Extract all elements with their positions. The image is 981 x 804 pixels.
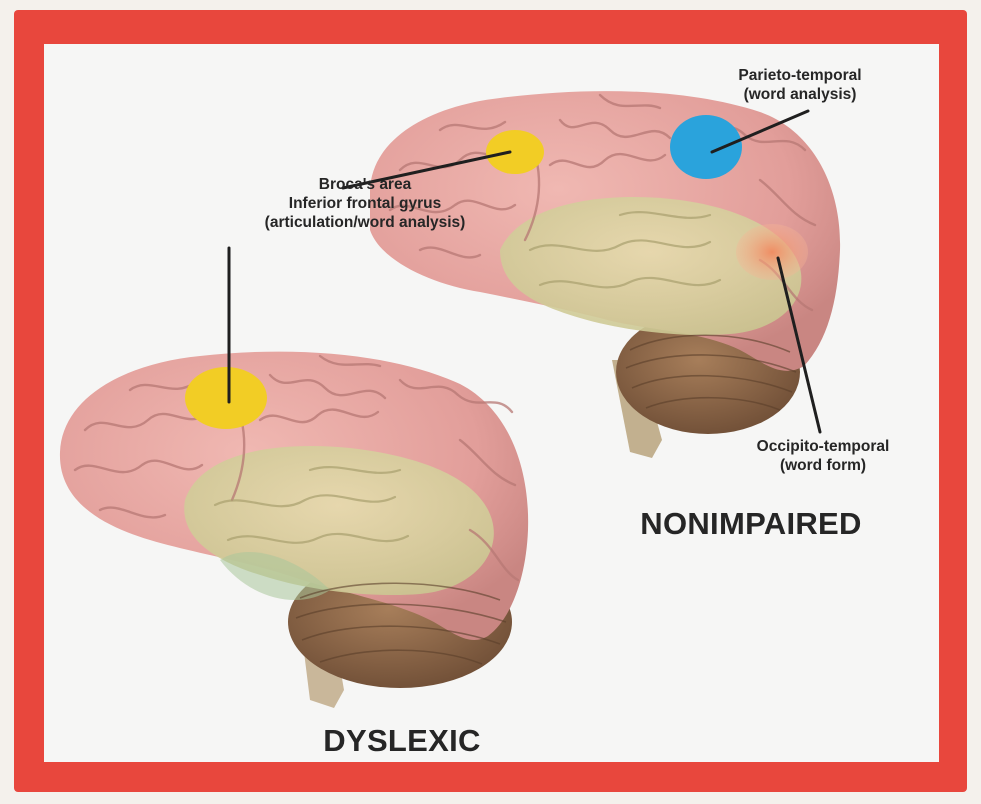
broca-label-line2: Inferior frontal gyrus <box>265 195 466 214</box>
occipito-label-line1: Occipito-temporal <box>757 438 890 457</box>
dyslexic-brain <box>60 352 528 708</box>
nonimpaired-broca-spot <box>486 130 544 174</box>
broca-label-line1: Broca's area <box>265 176 466 195</box>
parieto-temporal-label: Parieto-temporal (word analysis) <box>738 67 861 105</box>
nonimpaired-title: NONIMPAIRED <box>640 505 861 543</box>
parieto-temporal-spot <box>670 115 742 179</box>
broca-label-line3: (articulation/word analysis) <box>265 214 466 233</box>
occipito-temporal-label: Occipito-temporal (word form) <box>757 438 890 476</box>
occipito-temporal-spot <box>736 224 808 280</box>
broca-label: Broca's area Inferior frontal gyrus (art… <box>265 176 466 233</box>
parieto-label-line2: (word analysis) <box>738 86 861 105</box>
parieto-label-line1: Parieto-temporal <box>738 67 861 86</box>
occipito-label-line2: (word form) <box>757 457 890 476</box>
dyslexic-broca-spot <box>185 367 267 429</box>
dyslexic-title: DYSLEXIC <box>323 722 480 760</box>
